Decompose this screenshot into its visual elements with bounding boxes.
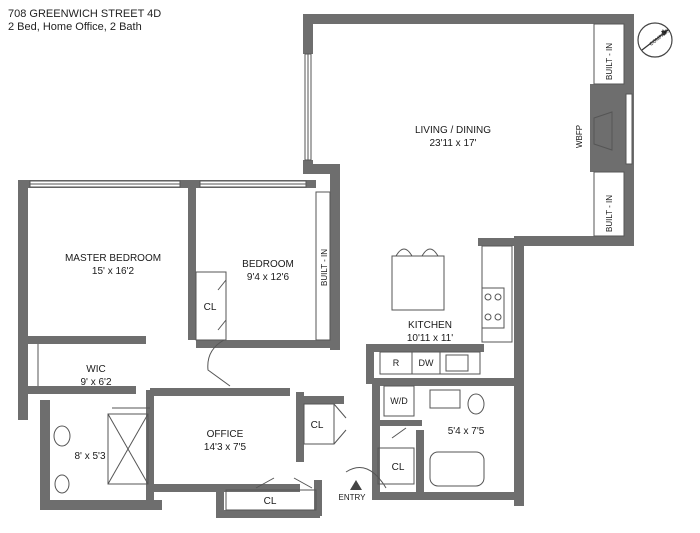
master-size: 15' x 16'2 [92,266,135,277]
listing-header: 708 GREENWICH STREET 4D 2 Bed, Home Offi… [8,8,161,34]
compass-north: N [662,30,666,36]
dishwasher-label: DW [419,358,434,368]
wbfp-label: WBFP [575,125,584,148]
master-name: MASTER BEDROOM [65,253,161,264]
entry-arrow-icon [350,480,362,490]
entry-label: ENTRY [339,493,367,502]
kitchen-size: 10'11 x 11' [407,333,453,344]
built-in-bottom-label: BUILT - IN [605,195,614,232]
built-in-bedroom-label: BUILT - IN [320,249,329,286]
living-name: LIVING / DINING [415,125,491,136]
wic-size: 9' x 6'2 [80,377,111,388]
kitchen-name: KITCHEN [408,320,452,331]
fridge-label: R [393,358,400,368]
washer-dryer-label: W/D [390,396,408,406]
office-closet-bottom-label: CL [264,496,277,507]
bath2-size: 5'4 x 7'5 [448,426,485,437]
built-in-top-label: BUILT - IN [605,43,614,80]
compass-label: COMPASS [649,27,673,47]
listing-summary: 2 Bed, Home Office, 2 Bath [8,21,142,33]
bath1-size: 8' x 5'3 [74,451,105,462]
fixtures [37,23,625,511]
bedroom-size: 9'4 x 12'6 [247,272,290,283]
wic-name: WIC [86,364,105,375]
compass-icon: COMPASS N [637,22,673,58]
office-size: 14'3 x 7'5 [204,442,247,453]
bath-closet-label: CL [392,462,405,473]
bedroom-name: BEDROOM [242,259,294,270]
bedroom-closet-label: CL [204,302,217,313]
address-title: 708 GREENWICH STREET 4D [8,8,162,20]
living-size: 23'11 x 17' [429,138,476,149]
office-name: OFFICE [207,429,244,440]
doors [207,279,407,489]
windows [29,53,633,188]
office-closet-right-label: CL [311,420,324,431]
